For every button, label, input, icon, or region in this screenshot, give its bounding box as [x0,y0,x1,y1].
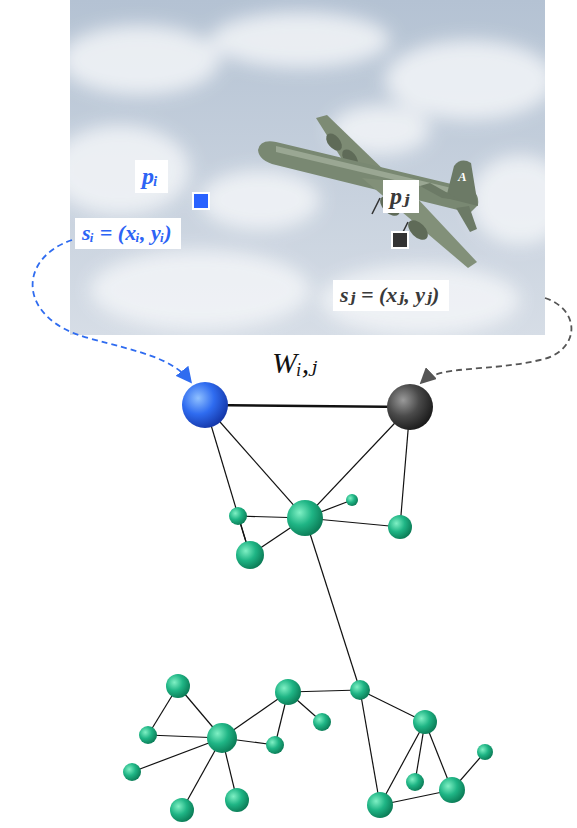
edge-weight: Wᵢ,ⱼ [272,346,317,379]
label-text: pⱼ [390,182,412,211]
sky-photo [70,0,545,335]
label-text: pᵢ [142,162,161,191]
graph-nodes [123,494,493,822]
pixel-marker [193,193,209,209]
label-box: pᵢ [135,160,168,193]
airplane [258,115,478,268]
label-box: sⱼ = (xⱼ, yⱼ) [333,280,449,311]
graph-edges [132,405,485,810]
label-text: sᵢ = (xᵢ, yᵢ) [82,220,174,246]
node-i [182,382,228,428]
mapping-arrow [33,240,190,381]
label-box: pⱼ [383,180,419,213]
label-box: sᵢ = (xᵢ, yᵢ) [75,218,181,249]
pixel-marker [392,232,408,248]
label-text: sⱼ = (xⱼ, yⱼ) [340,282,442,308]
tail-letter: A [458,170,467,184]
node-j [387,384,433,430]
